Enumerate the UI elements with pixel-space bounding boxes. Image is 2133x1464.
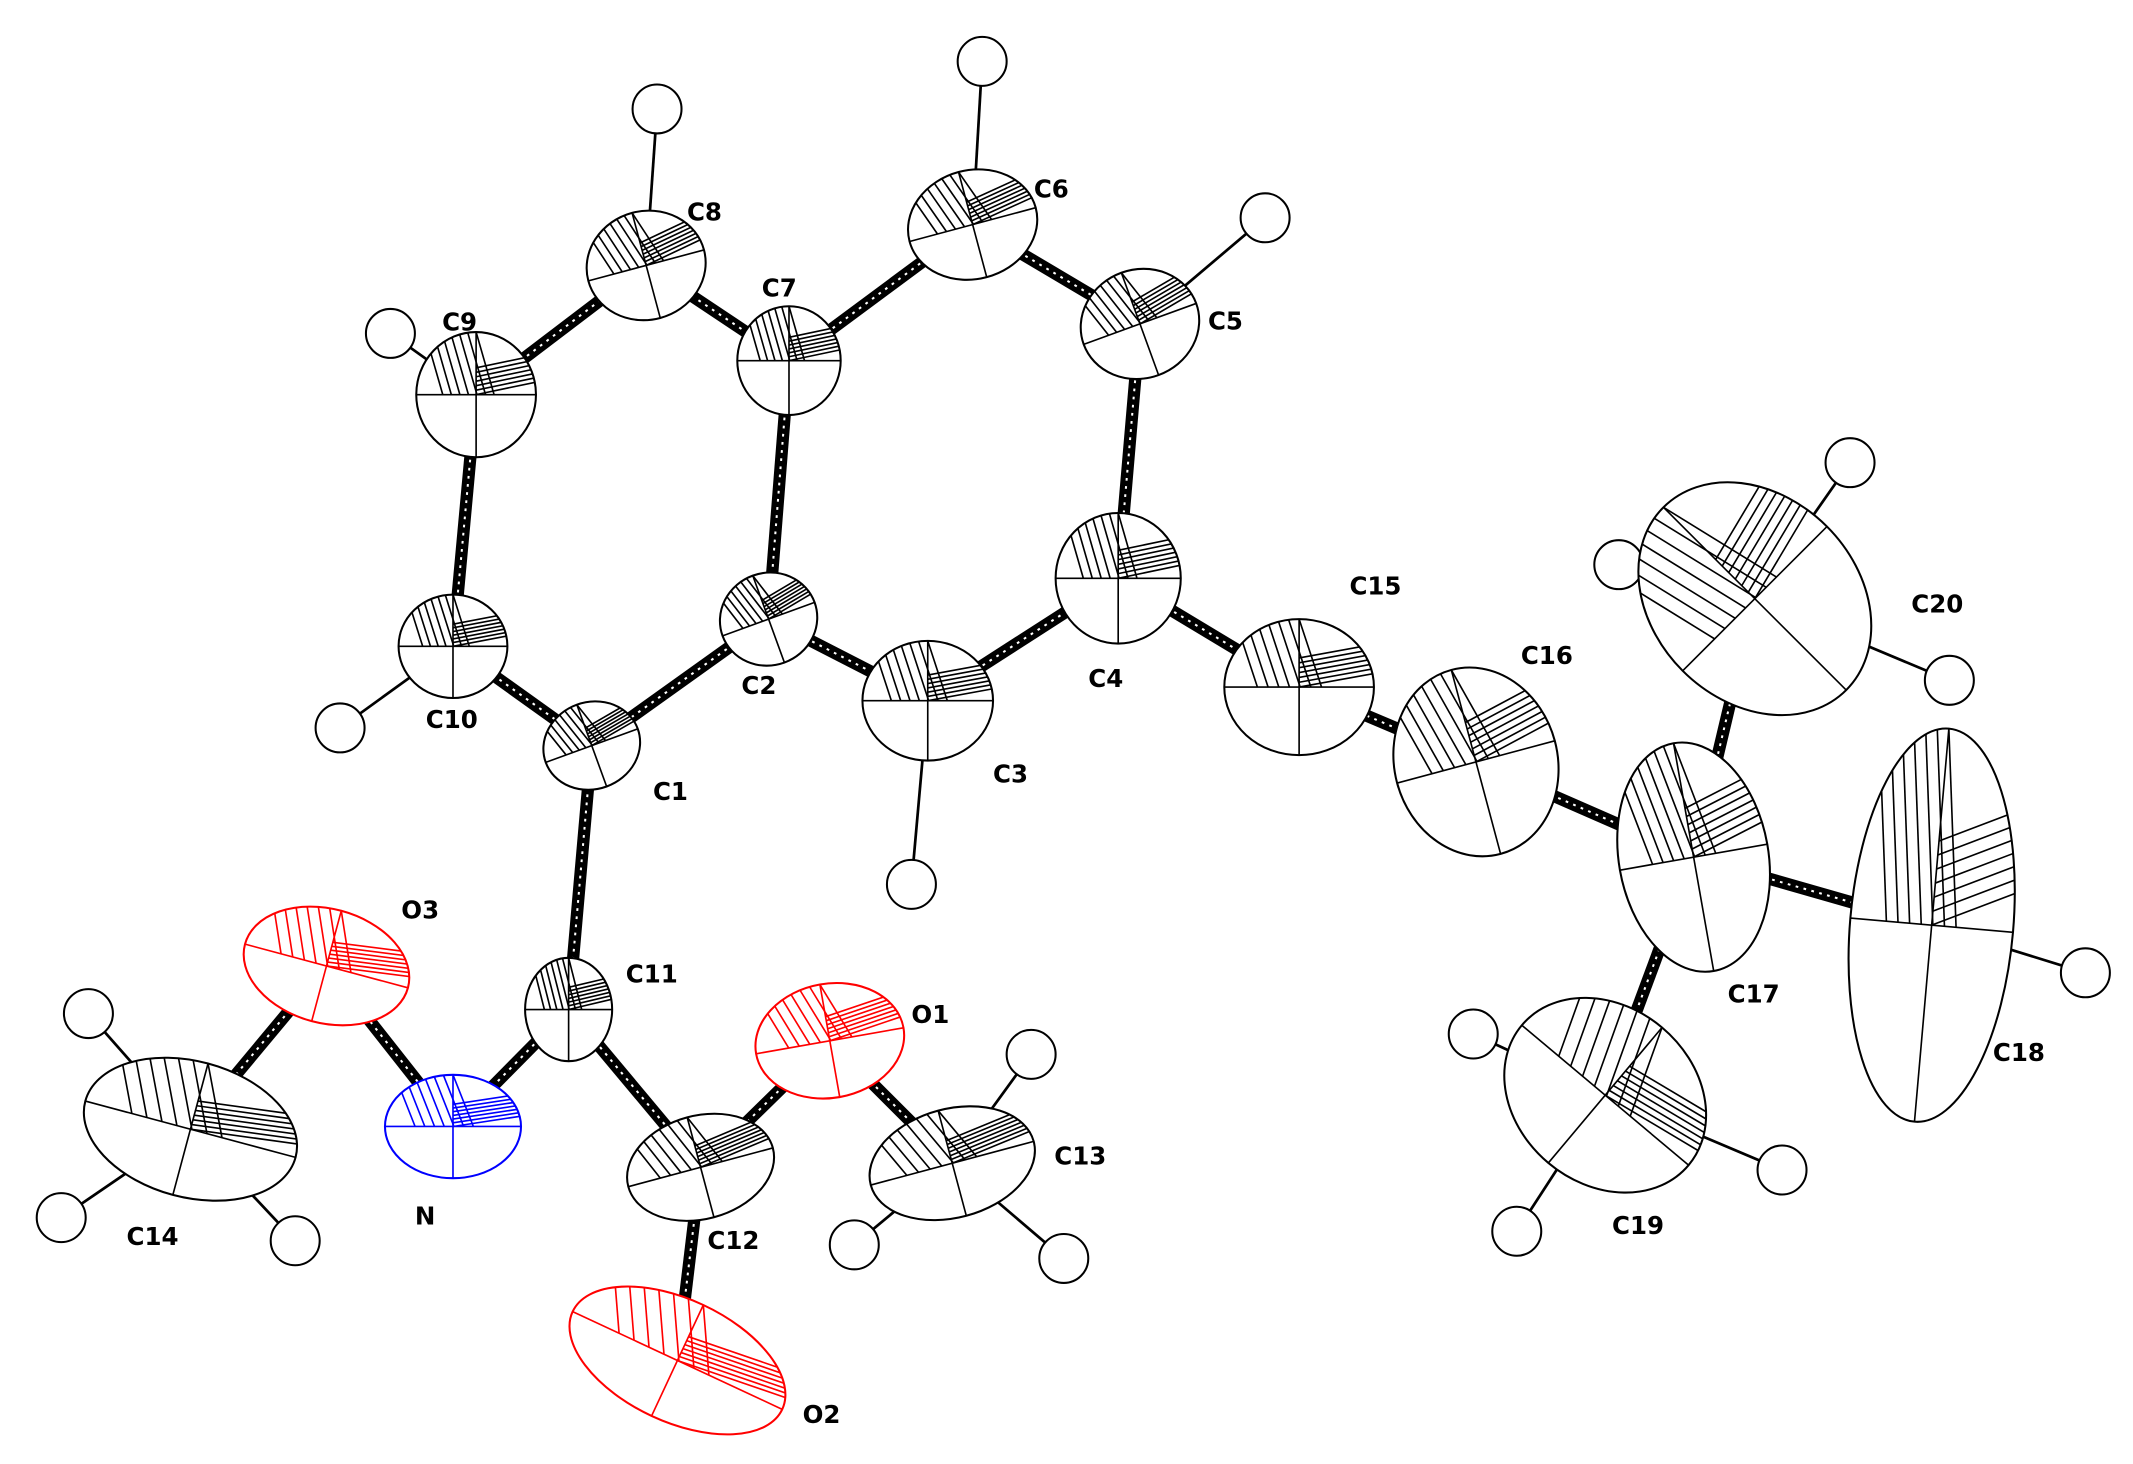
atom-label-o3: O3 (401, 895, 439, 924)
bond-highlight (788, 223, 974, 362)
atom-c13 (867, 1105, 1036, 1222)
atom-label-c9: C9 (442, 308, 477, 337)
atom-label-c12: C12 (707, 1226, 759, 1255)
atom-c7 (736, 305, 842, 417)
atom-label-o2: O2 (803, 1400, 841, 1429)
hydrogen-atom (828, 1219, 880, 1271)
hydrogen-atom (1756, 1144, 1808, 1196)
atom-c9 (415, 331, 537, 459)
atom-c19 (1503, 967, 1725, 1194)
hydrogen-atom (631, 83, 683, 135)
atom-label-c2: C2 (741, 671, 776, 700)
atom-label-c8: C8 (687, 198, 722, 227)
atom-label-c14: C14 (127, 1222, 179, 1251)
atom-o2 (568, 1263, 799, 1436)
atom-label-c13: C13 (1054, 1142, 1106, 1171)
atom-o1 (754, 982, 906, 1100)
atom-c11 (524, 956, 614, 1063)
atom-label-c6: C6 (1034, 174, 1069, 203)
bond-highlight (189, 965, 328, 1130)
atom-label-c15: C15 (1349, 572, 1401, 601)
hydrogen-atom (364, 307, 416, 359)
hydrogen-atom (314, 702, 366, 754)
atom-c3 (861, 639, 995, 762)
atom-n (383, 1073, 523, 1180)
hydrogen-atom (1923, 654, 1975, 706)
atom-label-n: N (415, 1201, 435, 1230)
hydrogen-atom (1593, 539, 1645, 591)
hydrogen-atom (956, 35, 1008, 87)
atom-c6 (903, 168, 1039, 281)
atom-label-c20: C20 (1911, 589, 1963, 618)
atom-c12 (624, 1112, 776, 1222)
atom-label-c19: C19 (1612, 1211, 1664, 1240)
atom-label-c11: C11 (626, 959, 678, 988)
hydrogen-atom (885, 858, 937, 910)
atom-c10 (397, 593, 509, 700)
atom-c18 (1847, 722, 2025, 1123)
atom-o3 (242, 891, 418, 1027)
atom-c20 (1601, 468, 1873, 717)
hydrogen-atom (1239, 192, 1291, 244)
atom-label-c7: C7 (762, 274, 797, 303)
hydrogen-atom (1824, 437, 1876, 489)
atom-c1 (536, 700, 642, 791)
atom-label-c3: C3 (993, 759, 1028, 788)
atom-c5 (1072, 267, 1201, 380)
atom-label-c16: C16 (1521, 641, 1573, 670)
hydrogen-atom (1038, 1232, 1090, 1284)
atom-c8 (581, 209, 707, 322)
bond-highlight (699, 1040, 831, 1169)
atom-label-o1: O1 (911, 1000, 949, 1029)
atom-c15 (1223, 618, 1375, 757)
atom-c17 (1609, 741, 1772, 973)
hydrogen-atom (1447, 1008, 1499, 1060)
atom-label-c1: C1 (653, 777, 688, 806)
hydrogen-atom (1491, 1205, 1543, 1257)
hydrogen-atom (62, 988, 114, 1040)
hydrogen-atom (269, 1215, 321, 1267)
atom-c2 (712, 571, 819, 667)
atom-c14 (82, 1039, 307, 1202)
atom-label-c4: C4 (1088, 664, 1123, 693)
atom-label-c17: C17 (1728, 980, 1780, 1009)
atom-c4 (1054, 511, 1182, 645)
atom-label-c18: C18 (1993, 1038, 2045, 1067)
atom-c16 (1383, 666, 1560, 858)
atom-label-c10: C10 (426, 705, 478, 734)
hydrogen-atom (1005, 1028, 1057, 1080)
hydrogen-atom (2059, 947, 2111, 999)
hydrogen-atom (35, 1192, 87, 1244)
bond-highlight (475, 264, 647, 396)
bond-highlight (452, 1008, 570, 1128)
atom-label-c5: C5 (1208, 306, 1243, 335)
